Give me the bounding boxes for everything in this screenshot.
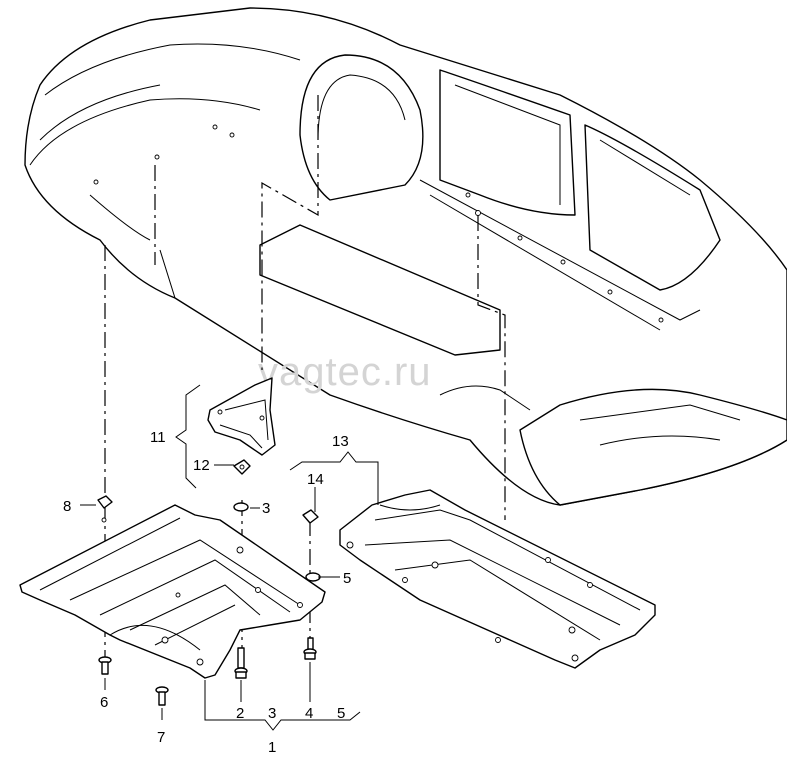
watermark-text: vagtec.ru [258, 350, 432, 394]
callout-4: 4 [305, 705, 313, 722]
callout-5-bottom: 5 [337, 705, 345, 722]
right-underbody-shield [339, 489, 656, 669]
callout-11: 11 [150, 429, 166, 446]
clip-part-8 [97, 495, 113, 509]
callout-3: 3 [262, 500, 270, 517]
callout-2: 2 [236, 705, 244, 722]
callout-1: 1 [268, 739, 276, 756]
callout-5: 5 [343, 570, 351, 587]
left-underbody-shield [19, 504, 326, 679]
bracket-part-11 [207, 377, 276, 456]
callout-8: 8 [63, 498, 71, 515]
leader-lines [80, 384, 379, 731]
callout-6: 6 [100, 694, 108, 711]
callout-3-bottom: 3 [268, 705, 276, 722]
callout-14: 14 [307, 471, 324, 488]
bolt-part-2 [234, 647, 248, 679]
callout-12: 12 [193, 457, 210, 474]
clip-part-14 [302, 509, 319, 524]
callout-13: 13 [332, 433, 349, 450]
vehicle-underbody [24, 7, 787, 506]
callout-labels: 1 2 3 3 4 5 5 6 7 8 11 12 13 14 [63, 429, 351, 756]
nut-part-4 [303, 637, 317, 660]
screw-part-7 [155, 686, 169, 706]
washer-part-3 [233, 502, 249, 512]
screw-part-6 [98, 656, 112, 675]
clip-part-12 [233, 459, 251, 475]
callout-7: 7 [157, 729, 165, 746]
